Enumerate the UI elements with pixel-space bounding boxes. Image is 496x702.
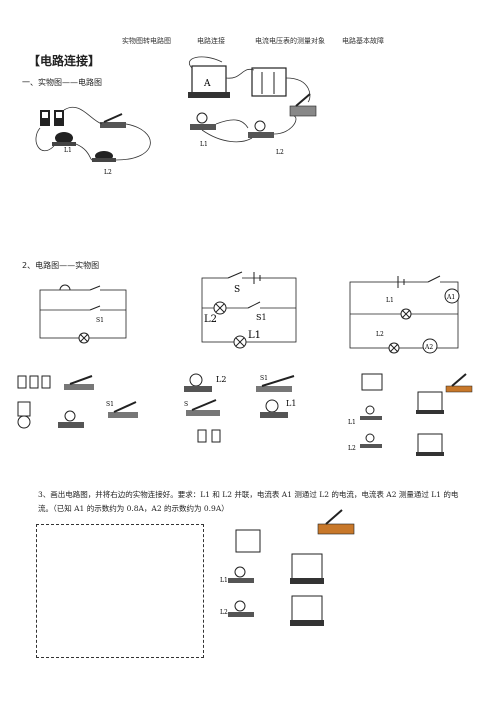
- bulb-icon: [52, 132, 76, 146]
- parts-c-l1: L1: [348, 419, 356, 426]
- ammeter-a2-icon: [422, 338, 438, 354]
- meter-letter: A: [203, 79, 211, 89]
- bulb-icon: [248, 120, 274, 138]
- battery-pack-icon: [235, 529, 261, 553]
- question3-text: 3、画出电路图，并将右边的实物连接好。要求：L1 和 L2 并联，电流表 A1 …: [38, 490, 459, 513]
- diagram-b-s1: S1: [256, 313, 267, 322]
- page-title: 【电路连接】: [28, 54, 101, 68]
- bulb-icon: [234, 600, 246, 612]
- bulb-icon: [234, 566, 246, 578]
- parts-figure-a: S1: [17, 375, 138, 429]
- diagram-a-s1: S1: [96, 317, 104, 324]
- parts-figure-c: L1 L2: [348, 373, 473, 456]
- switch-icon: [317, 523, 355, 535]
- label-l1-right: L1: [200, 141, 208, 148]
- label-l2-left: L2: [104, 169, 112, 176]
- parts-b-s1: S1: [260, 375, 268, 382]
- bulb-icon: [190, 112, 216, 130]
- q3-label-l1: L1: [220, 577, 228, 584]
- parts-b-l2: L2: [216, 375, 226, 384]
- header-item-3: 电流电压表的测量对象: [255, 37, 325, 45]
- parts-figure-b: L2 S1 S L1: [184, 373, 296, 443]
- battery-pack-icon: [251, 67, 287, 97]
- diagram-b-s: S: [234, 285, 240, 295]
- header-item-4: 电路基本故障: [342, 37, 384, 45]
- circuit-diagram-a: S1: [39, 284, 127, 344]
- ammeter-a1-icon: [444, 288, 460, 304]
- circuit-diagram-b: S S1 L2 L1: [201, 271, 297, 349]
- circuit-diagram-c: L1 L2 A1 A2: [349, 275, 460, 354]
- header-item-2: 电路连接: [197, 37, 225, 45]
- parts-b-l1: L1: [286, 399, 296, 408]
- switch-icon: [289, 93, 317, 117]
- ammeter-icon: [291, 595, 323, 623]
- header-item-1: 实物图转电路图: [122, 37, 171, 45]
- section2-heading: 2、电路图——实物图: [22, 261, 100, 270]
- label-l2-right: L2: [276, 149, 284, 156]
- diagram-b-l2: L2: [204, 314, 217, 325]
- ammeter-icon: [291, 553, 323, 581]
- parts-c-l2: L2: [348, 445, 356, 452]
- bell-icon: [59, 284, 71, 291]
- real-circuit-figure-2: A L1 L2: [188, 56, 317, 156]
- answer-drawing-box[interactable]: [36, 524, 204, 658]
- bulb-icon: [92, 151, 116, 162]
- switch-icon: [100, 113, 126, 128]
- diagram-c-a2: A2: [424, 344, 433, 351]
- diagram-c-a1: A1: [446, 294, 455, 301]
- diagram-c-l1: L1: [386, 297, 394, 304]
- diagram-b-l1: L1: [248, 330, 261, 341]
- question3-parts: L1 L2: [220, 509, 355, 626]
- diagram-c-l2: L2: [376, 331, 384, 338]
- ammeter-icon: A: [188, 65, 230, 98]
- real-circuit-figure-1: L1 L2: [35, 107, 151, 176]
- q3-label-l2: L2: [220, 609, 228, 616]
- label-l1-left: L1: [64, 147, 72, 154]
- parts-b-s: S: [184, 401, 188, 408]
- section1-heading: 一、实物图——电路图: [22, 78, 102, 87]
- parts-a-s1: S1: [106, 401, 114, 408]
- battery-icon: [40, 110, 64, 126]
